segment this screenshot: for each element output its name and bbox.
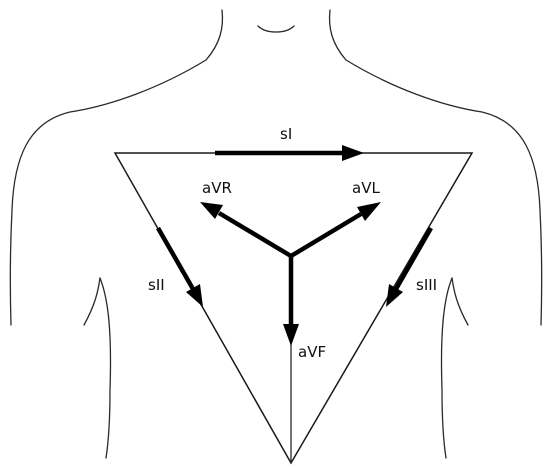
avr-vector (219, 213, 291, 256)
neck-left-line (206, 10, 222, 60)
right-flank-line (441, 278, 452, 458)
avl-label: aVL (352, 179, 380, 197)
avl-arrowhead (357, 202, 381, 221)
avr-arrowhead (200, 202, 223, 219)
lead-i-label: sI (280, 125, 292, 143)
left-shoulder-line (10, 60, 206, 325)
lead-ii-label: sII (148, 276, 165, 294)
avl-vector (291, 214, 361, 256)
lead-iii-label: sIII (416, 276, 437, 294)
avf-label: aVF (298, 343, 326, 361)
neckline (258, 26, 294, 32)
lead-iii-arrowhead (386, 284, 403, 307)
avf-arrowhead (283, 324, 299, 346)
lead-i-arrowhead (342, 145, 364, 161)
left-arm-gap-line (84, 278, 100, 325)
lead-vectors (158, 145, 431, 346)
right-arm-gap-line (452, 278, 468, 325)
einthoven-triangle (115, 153, 472, 463)
avr-label: aVR (202, 179, 232, 197)
left-flank-line (100, 278, 111, 458)
neck-right-line (330, 10, 346, 60)
torso-outline (10, 10, 541, 458)
lead-ii-arrowhead (186, 284, 203, 307)
